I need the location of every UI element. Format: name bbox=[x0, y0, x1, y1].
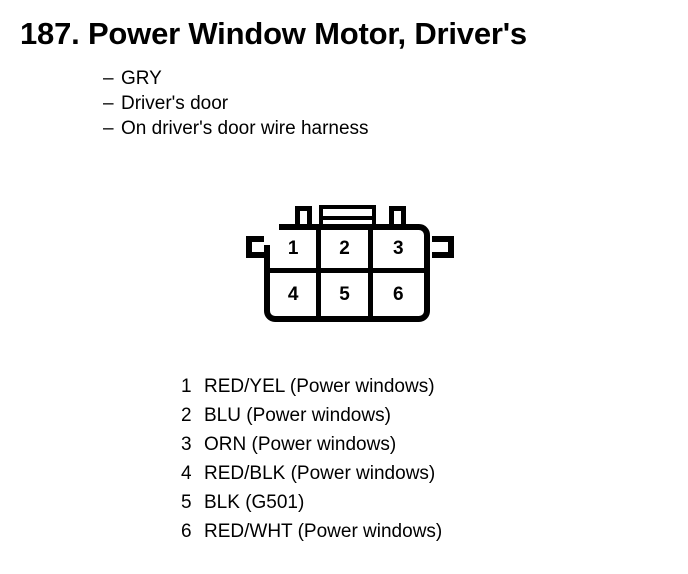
cavity-number: 1 bbox=[287, 238, 299, 259]
cavity-number: 6 bbox=[393, 283, 404, 305]
pin-label: BLK (G501) bbox=[204, 492, 305, 513]
cavity-1: 1 bbox=[263, 224, 322, 273]
connector-latch bbox=[319, 205, 376, 227]
pin-legend-row: 1 RED/YEL (Power windows) bbox=[181, 372, 442, 401]
connector-side-tab-left bbox=[246, 236, 268, 258]
attribute-item: – Driver's door bbox=[103, 91, 369, 116]
attribute-item: – On driver's door wire harness bbox=[103, 116, 369, 141]
pin-label: BLU (Power windows) bbox=[204, 405, 391, 426]
cavity-number: 4 bbox=[287, 283, 299, 305]
cavity-number: 2 bbox=[339, 238, 350, 259]
cavity-4: 4 bbox=[270, 273, 322, 316]
connector-body: 1 2 3 4 5 6 bbox=[263, 224, 430, 322]
attribute-item-label: Driver's door bbox=[121, 93, 229, 114]
pin-label: RED/WHT (Power windows) bbox=[204, 521, 443, 542]
dash-bullet-icon: – bbox=[103, 68, 114, 89]
pin-legend-row: 6 RED/WHT (Power windows) bbox=[181, 517, 442, 546]
pin-number: 1 bbox=[181, 376, 192, 397]
dash-bullet-icon: – bbox=[103, 118, 114, 139]
pin-legend-row: 2 BLU (Power windows) bbox=[181, 401, 442, 430]
cavity-2: 2 bbox=[321, 230, 373, 273]
attribute-item-label: On driver's door wire harness bbox=[121, 118, 369, 139]
attribute-item: – GRY bbox=[103, 66, 369, 91]
pin-label: ORN (Power windows) bbox=[204, 434, 397, 455]
attribute-list: – GRY – Driver's door – On driver's door… bbox=[103, 66, 369, 141]
cavity-number: 5 bbox=[339, 283, 350, 305]
connector-side-tab-right bbox=[432, 236, 454, 258]
pin-number: 6 bbox=[181, 521, 192, 542]
pin-legend-row: 5 BLK (G501) bbox=[181, 488, 442, 517]
pin-legend-row: 3 ORN (Power windows) bbox=[181, 430, 442, 459]
pin-number: 3 bbox=[181, 434, 192, 455]
cavity-6: 6 bbox=[373, 273, 424, 316]
pin-legend-row: 4 RED/BLK (Power windows) bbox=[181, 459, 442, 488]
pin-legend: 1 RED/YEL (Power windows) 2 BLU (Power w… bbox=[181, 372, 442, 546]
cavity-grid: 1 2 3 4 5 6 bbox=[263, 224, 424, 316]
pin-number: 2 bbox=[181, 405, 192, 426]
dash-bullet-icon: – bbox=[103, 93, 114, 114]
pin-number: 5 bbox=[181, 492, 192, 513]
connector-diagram: 1 2 3 4 5 6 bbox=[246, 198, 454, 328]
page-title: 187. Power Window Motor, Driver's bbox=[20, 16, 527, 51]
cavity-5: 5 bbox=[321, 273, 373, 316]
cavity-number: 3 bbox=[393, 238, 404, 259]
cavity-3: 3 bbox=[372, 230, 424, 273]
attribute-item-label: GRY bbox=[121, 68, 162, 89]
pin-label: RED/YEL (Power windows) bbox=[204, 376, 435, 397]
pin-number: 4 bbox=[181, 463, 192, 484]
pin-label: RED/BLK (Power windows) bbox=[204, 463, 436, 484]
connector-latch-line bbox=[319, 216, 376, 220]
